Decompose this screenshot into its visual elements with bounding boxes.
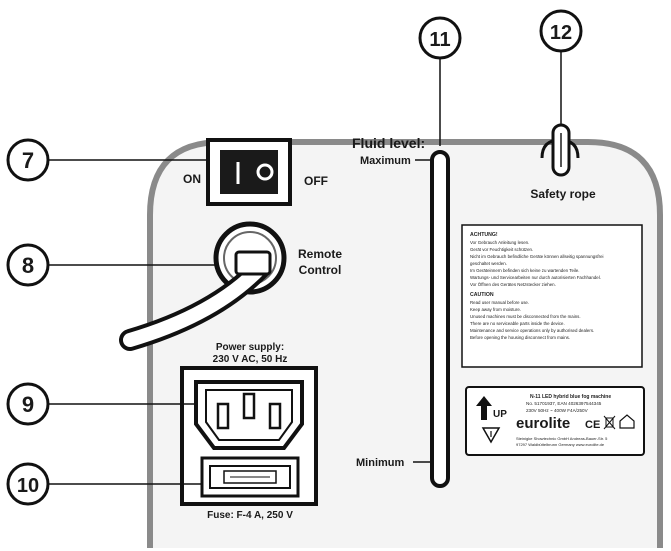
svg-text:Vor Gebrauch Anleitung lesen.: Vor Gebrauch Anleitung lesen. bbox=[470, 240, 529, 245]
remote-connector[interactable] bbox=[119, 221, 287, 351]
remote-label-line2: Control bbox=[299, 263, 342, 277]
svg-text:Unused machines must be discon: Unused machines must be disconnected fro… bbox=[470, 314, 581, 319]
svg-text:Steinigke Showtechnic GmbH And: Steinigke Showtechnic GmbH Andreas-Bauer… bbox=[516, 436, 608, 441]
svg-text:Read user manual before use.: Read user manual before use. bbox=[470, 300, 529, 305]
callout-7: 7 bbox=[6, 138, 50, 182]
switch-on-label: ON bbox=[183, 172, 201, 186]
power-supply-label-line2: 230 V AC, 50 Hz bbox=[213, 354, 288, 365]
warning-label: ACHTUNG! Vor Gebrauch Anleitung lesen. G… bbox=[461, 224, 643, 368]
svg-text:Keep away from moisture.: Keep away from moisture. bbox=[470, 307, 521, 312]
svg-text:8: 8 bbox=[22, 253, 34, 278]
svg-text:There are no serviceable parts: There are no serviceable parts inside th… bbox=[470, 321, 565, 326]
svg-text:UP: UP bbox=[493, 409, 507, 420]
callout-8: 8 bbox=[6, 243, 50, 287]
svg-text:12: 12 bbox=[550, 22, 572, 44]
svg-text:Vor Öffnen des Gerätes Netzste: Vor Öffnen des Gerätes Netzstecker ziehe… bbox=[470, 282, 556, 287]
weee-bin-icon bbox=[603, 415, 616, 430]
svg-text:No. 51701937, EAN 402639754434: No. 51701937, EAN 4026397544345 bbox=[526, 401, 602, 406]
svg-text:Wartungs- und Servicearbeiten: Wartungs- und Servicearbeiten nur durch … bbox=[470, 275, 601, 280]
safety-rope-label: Safety rope bbox=[530, 187, 596, 201]
svg-text:230V 50Hz ~ 400W F4A/250V: 230V 50Hz ~ 400W F4A/250V bbox=[526, 408, 589, 413]
svg-text:7: 7 bbox=[22, 148, 34, 173]
fluid-level-title: Fluid level: bbox=[352, 135, 425, 151]
switch-off-label: OFF bbox=[304, 174, 328, 188]
callout-12: 12 bbox=[539, 9, 583, 53]
safety-rope-eyelet[interactable] bbox=[540, 123, 580, 177]
rating-plate: UP N-11 LED hybrid blue fog machine No. … bbox=[465, 386, 645, 456]
fuse-holder[interactable] bbox=[200, 456, 300, 498]
svg-text:ACHTUNG!: ACHTUNG! bbox=[470, 232, 498, 238]
svg-text:9: 9 bbox=[22, 392, 34, 417]
svg-text:geschaltet werden.: geschaltet werden. bbox=[470, 261, 507, 266]
fuse-label: Fuse: F-4 A, 250 V bbox=[207, 510, 293, 521]
svg-text:CE: CE bbox=[585, 419, 600, 431]
svg-text:Maintenance and service operat: Maintenance and service operations only … bbox=[470, 328, 594, 333]
svg-text:Gerät vor Feuchtigkeit schütze: Gerät vor Feuchtigkeit schützen. bbox=[470, 247, 533, 252]
svg-text:CAUTION: CAUTION bbox=[470, 292, 494, 298]
svg-text:Before opening the housing dis: Before opening the housing disconnect fr… bbox=[470, 335, 570, 340]
svg-text:10: 10 bbox=[17, 475, 39, 497]
fluid-level-window bbox=[430, 150, 450, 488]
up-arrow-icon bbox=[476, 396, 492, 420]
svg-text:11: 11 bbox=[429, 29, 450, 51]
svg-text:97297 Waldbüttelbrunn Germany: 97297 Waldbüttelbrunn Germany www.euroli… bbox=[516, 442, 605, 447]
svg-text:Im Geräteinnern befinden sich: Im Geräteinnern befinden sich keine zu w… bbox=[470, 268, 580, 273]
callout-11: 11 bbox=[418, 16, 462, 60]
callout-9: 9 bbox=[6, 382, 50, 426]
power-supply-label-line1: Power supply: bbox=[216, 342, 284, 353]
svg-text:N-11 LED hybrid blue fog machi: N-11 LED hybrid blue fog machine bbox=[530, 394, 611, 400]
power-inlet-socket[interactable] bbox=[194, 380, 304, 450]
fluid-level-max-label: Maximum bbox=[360, 155, 411, 167]
svg-text:Nicht im Gebrauch befindliche: Nicht im Gebrauch befindliche Geräte kön… bbox=[470, 254, 604, 259]
warning-triangle-icon bbox=[481, 427, 501, 444]
power-switch[interactable] bbox=[206, 138, 292, 206]
fluid-level-min-label: Minimum bbox=[356, 457, 404, 469]
remote-label-line1: Remote bbox=[298, 247, 342, 261]
callout-10: 10 bbox=[6, 462, 50, 506]
indoor-use-icon bbox=[619, 414, 635, 429]
svg-text:eurolite: eurolite bbox=[516, 415, 570, 432]
